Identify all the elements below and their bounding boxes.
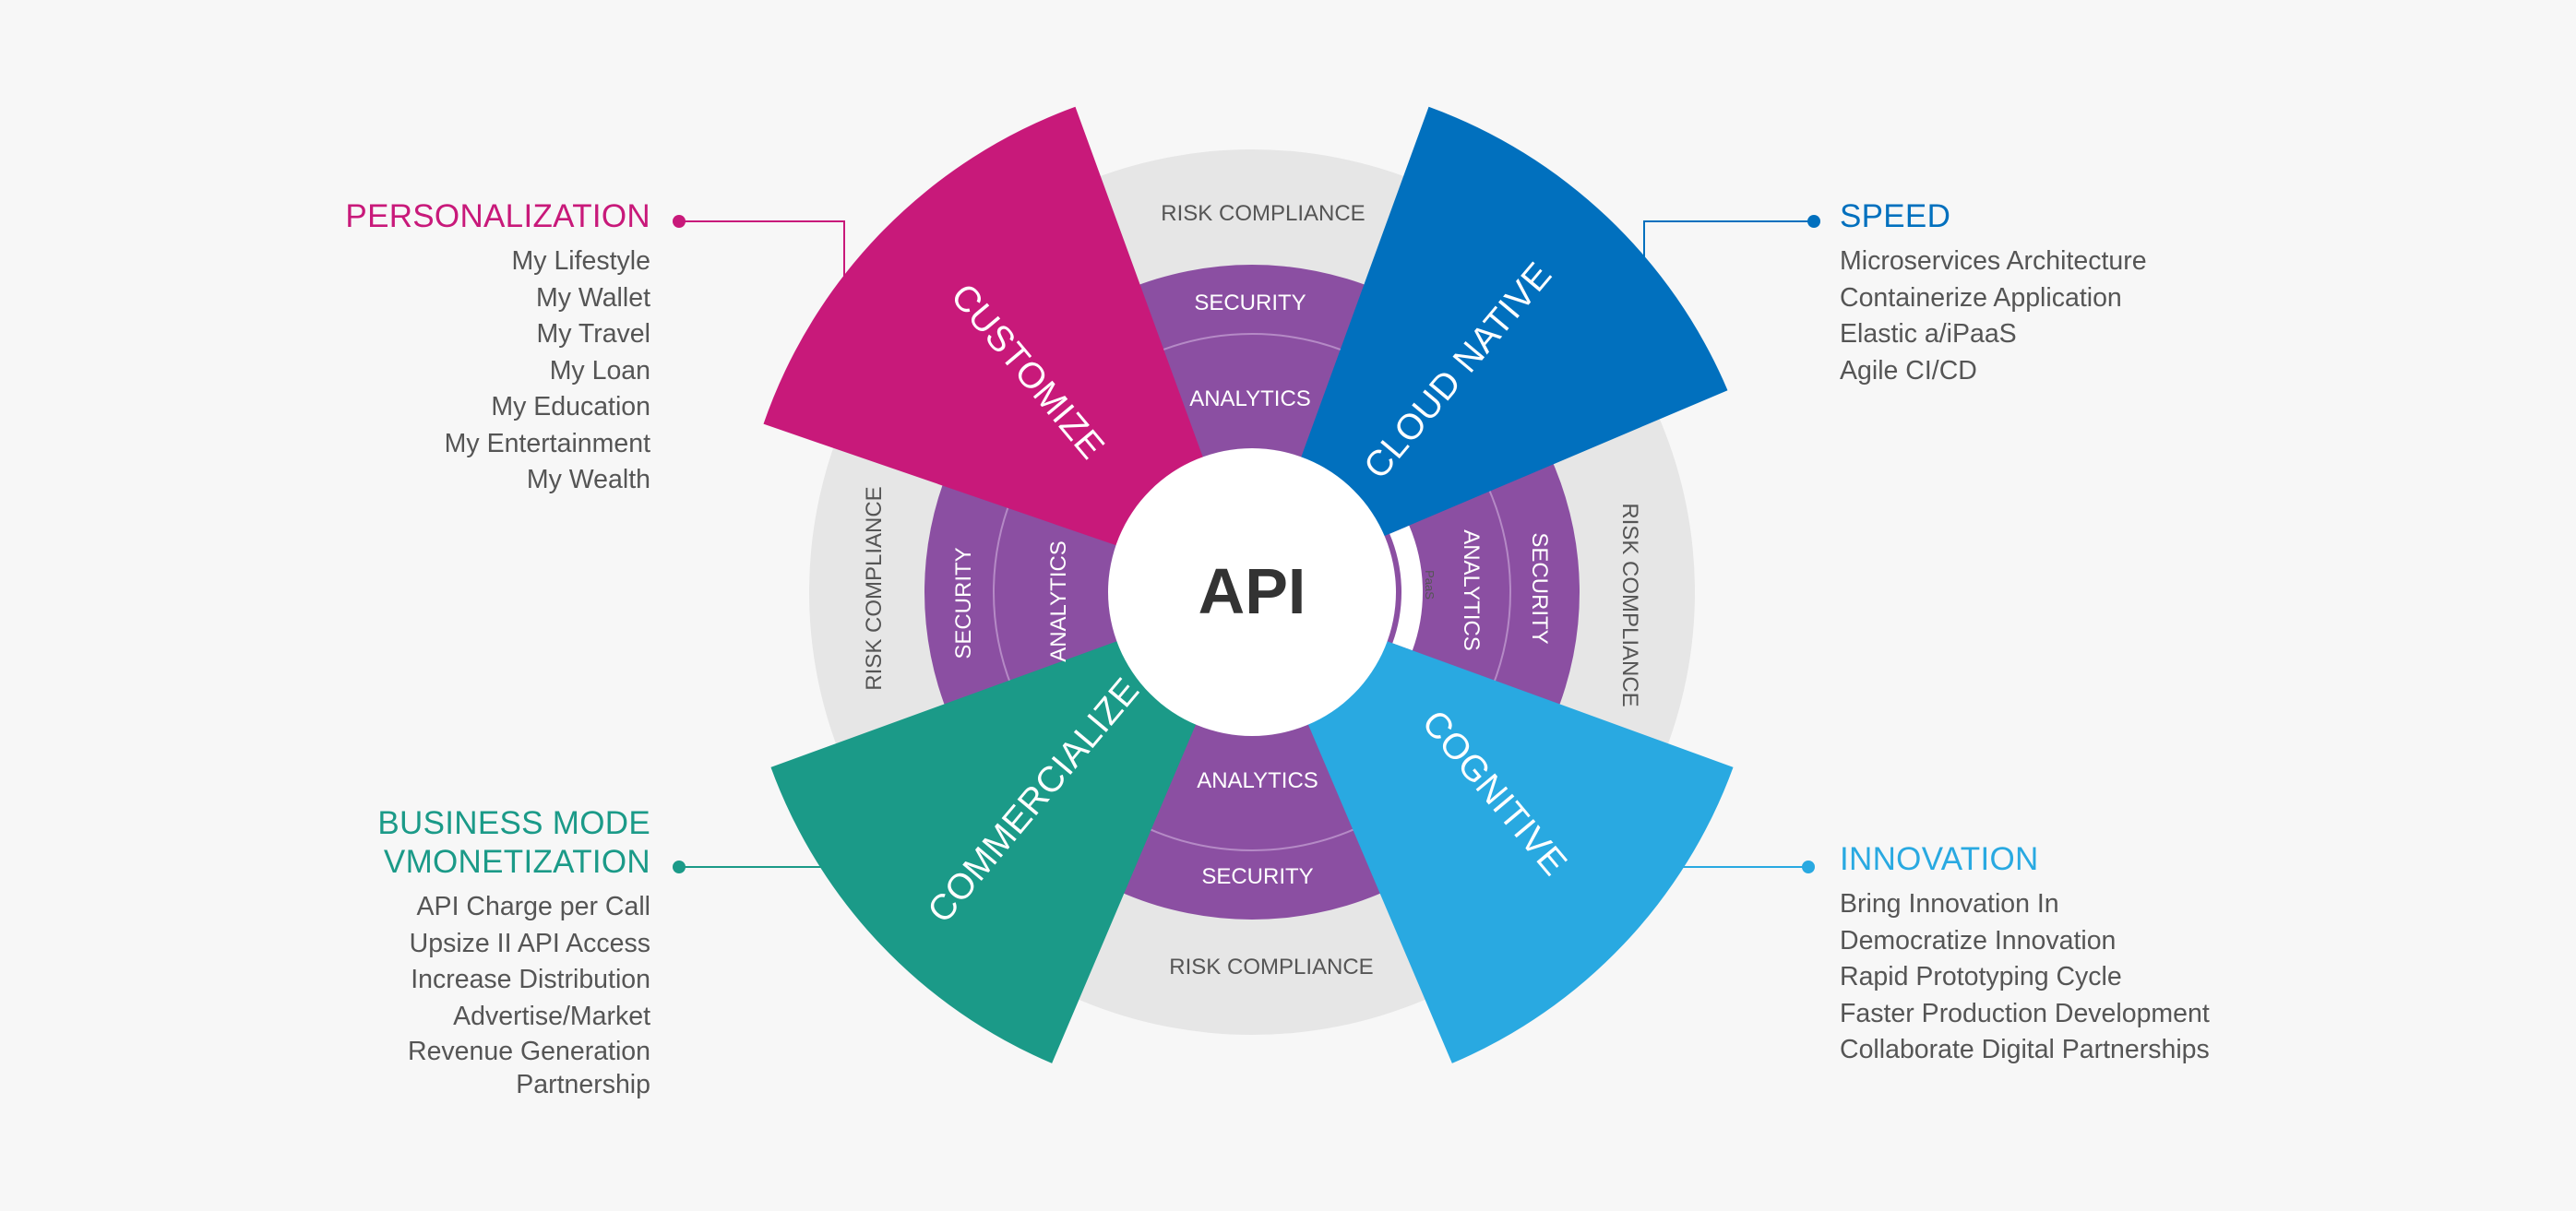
innovation-list: Bring Innovation In Democratize Innovati… <box>1840 886 2210 1069</box>
analytics-label-right: ANALYTICS <box>1459 529 1484 651</box>
business-list: API Charge per Call Upsize II API Access… <box>377 889 650 1101</box>
list-item: Elastic a/iPaaS <box>1840 319 2017 349</box>
paas-band <box>1389 525 1424 651</box>
paas-label: PaaS <box>1423 570 1437 600</box>
connector-business <box>673 807 845 873</box>
list-item: My Travel <box>536 319 650 349</box>
security-analytics-divider <box>993 333 1511 851</box>
risk-compliance-label-top: RISK COMPLIANCE <box>1161 201 1365 226</box>
analytics-label-bottom: ANALYTICS <box>1197 768 1318 793</box>
list-item: Microservices Architecture <box>1840 246 2147 276</box>
risk-compliance-label-left: RISK COMPLIANCE <box>862 486 887 690</box>
list-item: Bring Innovation In <box>1840 889 2059 919</box>
security-label-right: SECURITY <box>1527 532 1552 644</box>
list-item: Revenue Generation <box>407 1037 650 1066</box>
list-item: My Entertainment <box>444 428 650 458</box>
list-item: Faster Production Development <box>1840 998 2210 1028</box>
business-title-line1: BUSINESS MODE <box>377 805 650 841</box>
security-label-left: SECURITY <box>951 547 976 659</box>
list-item: Containerize Application <box>1840 282 2122 313</box>
api-center-circle <box>1108 448 1396 736</box>
analytics-label-top: ANALYTICS <box>1189 386 1311 411</box>
list-item: API Charge per Call <box>416 892 650 921</box>
list-item: My Education <box>491 392 650 421</box>
speed-title: SPEED <box>1840 198 1951 234</box>
wedge-cognitive <box>1306 639 1734 1063</box>
list-item: My Lifestyle <box>511 246 650 276</box>
wedge-cloud-native <box>1299 106 1728 539</box>
list-item: My Wealth <box>526 465 650 494</box>
security-label-bottom: SECURITY <box>1201 864 1313 889</box>
wedge-customize <box>763 106 1205 548</box>
list-item: Partnership <box>516 1070 650 1099</box>
wedge-commercialize <box>770 639 1199 1063</box>
business-title-line2: VMONETIZATION <box>383 844 650 880</box>
speed-list: Microservices Architecture Containerize … <box>1840 243 2147 389</box>
api-center-label: API <box>1199 555 1306 627</box>
list-item: My Loan <box>549 355 650 386</box>
list-item: Agile CI/CD <box>1840 355 1977 386</box>
panel-innovation: INNOVATION Bring Innovation In Democrati… <box>1840 840 2210 1069</box>
list-item: Collaborate Digital Partnerships <box>1840 1035 2210 1064</box>
list-item: Democratize Innovation <box>1840 925 2117 956</box>
risk-compliance-label-right: RISK COMPLIANCE <box>1617 503 1642 706</box>
security-label-top: SECURITY <box>1194 291 1306 315</box>
panel-business-monetization: BUSINESS MODE VMONETIZATION API Charge p… <box>377 804 650 1101</box>
list-item: My Wallet <box>535 282 650 313</box>
connector-personalization <box>673 215 845 362</box>
panel-speed: SPEED Microservices Architecture Contain… <box>1840 197 2147 389</box>
innovation-title: INNOVATION <box>1840 841 2039 877</box>
list-item: Increase Distribution <box>411 965 650 994</box>
list-item: Upsize II API Access <box>409 928 650 958</box>
personalization-list: My Lifestyle My Wallet My Travel My Loan… <box>345 243 650 499</box>
list-item: Advertise/Market <box>453 1001 650 1031</box>
connector-innovation <box>1651 821 1815 873</box>
panel-personalization: PERSONALIZATION My Lifestyle My Wallet M… <box>345 197 650 499</box>
analytics-label-left: ANALYTICS <box>1046 540 1071 662</box>
list-item: Rapid Prototyping Cycle <box>1840 962 2122 991</box>
connector-speed <box>1643 215 1820 346</box>
personalization-title: PERSONALIZATION <box>345 198 650 234</box>
risk-compliance-label-bottom: RISK COMPLIANCE <box>1169 955 1373 979</box>
